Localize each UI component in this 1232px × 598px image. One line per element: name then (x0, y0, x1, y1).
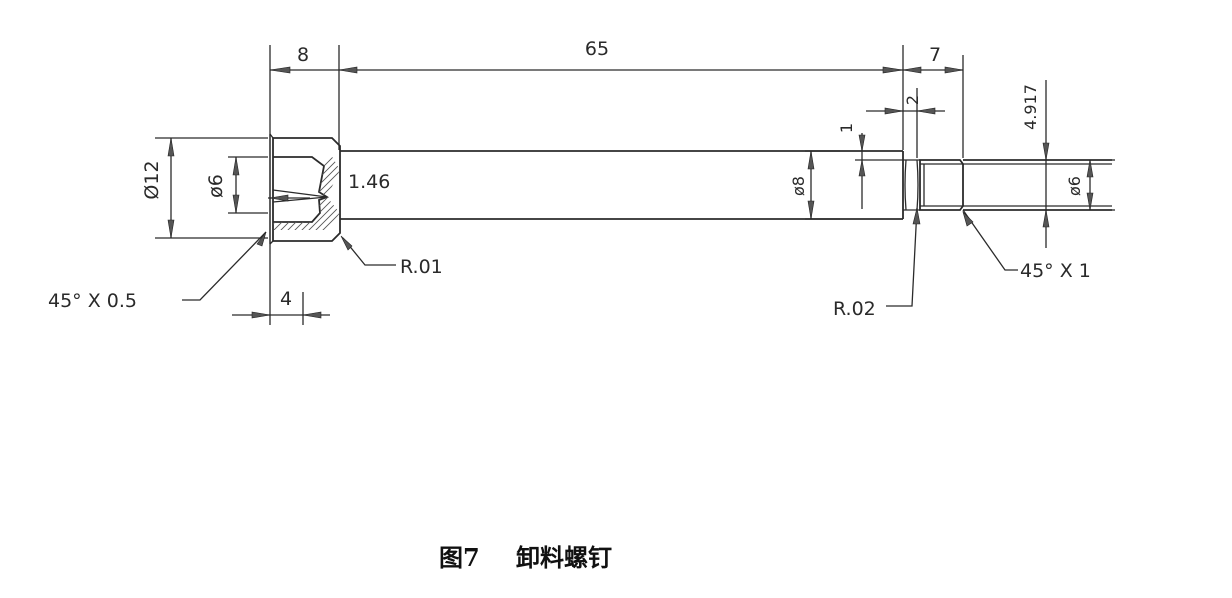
hatch-line (366, 140, 476, 250)
dim-head-diameter: Ø12 (141, 160, 163, 199)
hatch-line (352, 140, 462, 250)
hatch-line (359, 140, 469, 250)
dim-chamfer-thread: 45° X 1 (1020, 260, 1091, 282)
dim-fillet-groove: R.02 (833, 298, 876, 320)
hatch-line (302, 197, 340, 230)
screw-outline (269, 133, 1112, 245)
hatch-line (330, 148, 340, 197)
hatch-line (316, 197, 340, 230)
figure-caption-number: 图7 (439, 543, 480, 572)
hatch-line (352, 140, 462, 250)
extension-lines (155, 45, 1115, 325)
dim-groove-width: 2 (903, 95, 922, 105)
dim-socket-tip: 1.46 (348, 171, 390, 193)
dim-shank-length: 65 (585, 38, 609, 60)
dim-head-length: 8 (297, 44, 309, 66)
hatch-line (359, 140, 469, 250)
hatch-line (345, 140, 455, 250)
hatch-line (330, 197, 340, 230)
hatch-line (337, 148, 340, 197)
dim-socket-depth: 4 (280, 288, 292, 310)
hatch-line (309, 148, 340, 197)
dim-socket-diameter: ø6 (205, 174, 227, 198)
figure-caption-title: 卸料螺钉 (516, 543, 612, 572)
arrowheads (167, 66, 1094, 319)
hatch-line (337, 197, 340, 230)
dim-shank-diameter: ø8 (789, 176, 808, 196)
hatch-line (316, 148, 340, 197)
hatch-line (373, 140, 483, 250)
dimension-lines (170, 69, 1091, 316)
dim-chamfer-head: 45° X 0.5 (48, 290, 137, 312)
dim-fillet-head: R.01 (400, 256, 443, 278)
dim-thread-diameter: ø6 (1065, 176, 1084, 196)
hatch-line (302, 148, 340, 197)
hatch-line (373, 140, 483, 250)
hatch-line (345, 140, 455, 250)
hatch-line (366, 140, 476, 250)
dim-thread-offset: 4.917 (1021, 84, 1040, 130)
dim-groove-depth: 1 (837, 123, 856, 133)
dim-thread-length: 7 (929, 44, 941, 66)
hatch-line (309, 197, 340, 230)
